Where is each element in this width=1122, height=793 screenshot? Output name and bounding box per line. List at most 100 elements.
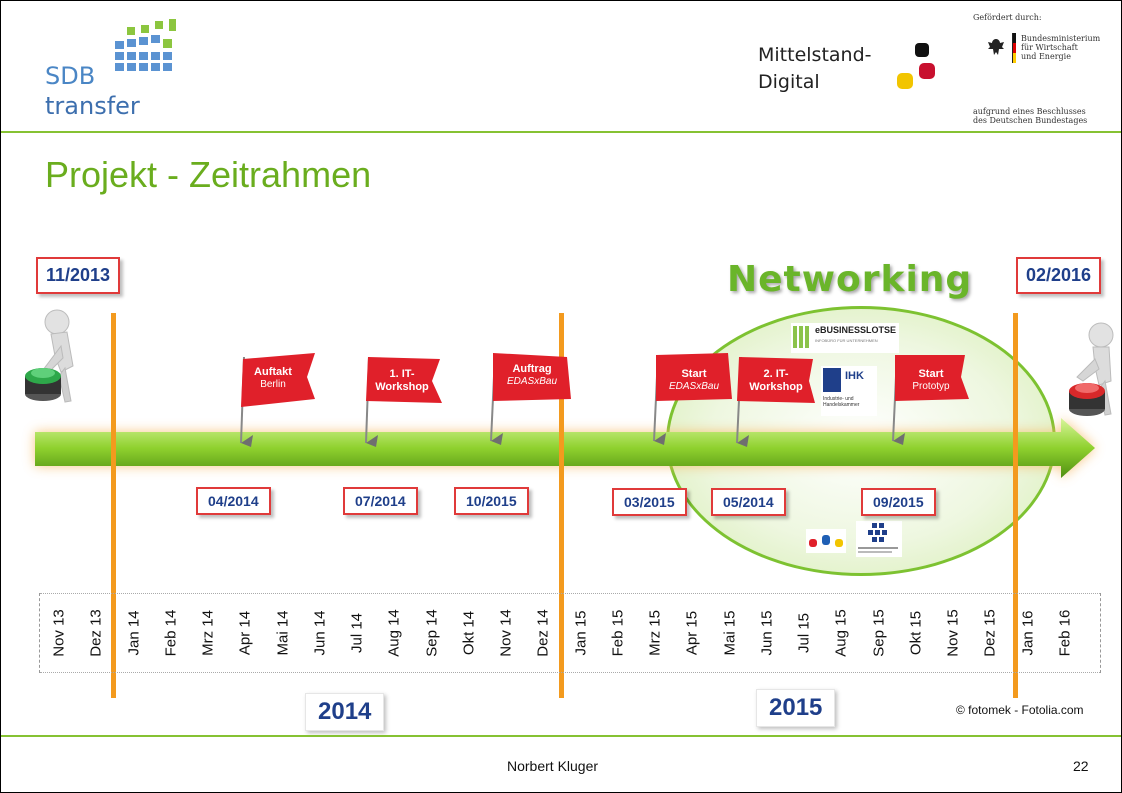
month-label-text: Jul 14 bbox=[348, 612, 366, 654]
month-label-text: Nov 15 bbox=[944, 609, 962, 657]
milestone-line-year-2015 bbox=[559, 313, 564, 698]
flag-5-title: 2. IT- bbox=[763, 368, 789, 380]
flag-6-title: Start bbox=[918, 368, 944, 380]
month-label-text: Apr 15 bbox=[683, 610, 701, 656]
ministry-line-3: und Energie bbox=[1021, 52, 1071, 62]
month-label-text: Feb 15 bbox=[609, 609, 627, 657]
month-label: Feb 14 bbox=[157, 593, 185, 673]
month-scale bbox=[39, 593, 1101, 673]
ministry-line-2: für Wirtschaft bbox=[1021, 43, 1078, 53]
month-label: Nov 13 bbox=[45, 593, 73, 673]
ebusinesslotse-logo: eBUSINESSLOTSE INFOBÜRO FÜR UNTERNEHMEN bbox=[791, 323, 899, 353]
ebusiness-mark-icon bbox=[793, 326, 811, 348]
month-label: Jan 15 bbox=[567, 593, 595, 673]
header-rule bbox=[1, 131, 1121, 133]
month-label: Okt 15 bbox=[902, 593, 930, 673]
md-logo-squares-icon bbox=[897, 43, 935, 89]
month-label: Sep 14 bbox=[418, 593, 446, 673]
month-label: Aug 14 bbox=[380, 593, 408, 673]
flag-3-sub: EDASxBau bbox=[506, 375, 558, 387]
year-2015-box: 2015 bbox=[756, 689, 836, 727]
month-label: Jun 15 bbox=[753, 593, 781, 673]
month-label-text: Feb 14 bbox=[162, 609, 180, 657]
month-label: Apr 14 bbox=[231, 593, 259, 673]
networking-heading: Networking bbox=[727, 259, 973, 300]
month-label-text: Jul 15 bbox=[795, 612, 813, 654]
flag-4-icon bbox=[653, 353, 732, 445]
month-label-text: Sep 14 bbox=[423, 609, 440, 657]
month-label: Mrz 14 bbox=[194, 593, 222, 673]
month-label: Mai 14 bbox=[269, 593, 297, 673]
figure-green-button-icon bbox=[25, 309, 74, 403]
month-label-text: Dez 13 bbox=[87, 609, 105, 657]
timeline-arrow bbox=[35, 418, 1095, 478]
resolution-text: aufgrund eines Beschlusses des Deutschen… bbox=[973, 107, 1087, 125]
flag-gold bbox=[1013, 53, 1016, 63]
flag-1-title: Auftakt bbox=[254, 366, 292, 378]
flag-3-icon bbox=[490, 353, 571, 445]
milestone-line-end bbox=[1013, 313, 1018, 698]
month-label-text: Jun 14 bbox=[311, 610, 329, 656]
flag-1-sub: Berlin bbox=[260, 378, 286, 390]
month-scale-top-rule bbox=[40, 593, 1100, 594]
ministry-name: Bundesministerium für Wirtschaft und Ene… bbox=[1021, 34, 1100, 62]
month-label: Nov 15 bbox=[939, 593, 967, 673]
flag-2-title: 1. IT- bbox=[389, 368, 415, 380]
month-label-text: Mai 14 bbox=[274, 610, 291, 656]
milestone-date-4: 03/2015 bbox=[612, 488, 687, 516]
bmwi-flag-divider bbox=[1012, 33, 1013, 63]
month-label: Jan 16 bbox=[1014, 593, 1042, 673]
page-number: 22 bbox=[1073, 758, 1089, 774]
month-label-text: Dez 15 bbox=[981, 609, 999, 657]
flag-6-sub: Prototyp bbox=[912, 380, 950, 392]
ihk-logo: IHK Industrie- und Handelskammer bbox=[821, 366, 877, 416]
month-label-text: Dez 14 bbox=[534, 609, 552, 657]
month-label-text: Jan 14 bbox=[125, 610, 142, 656]
ihk-sub: Industrie- und Handelskammer bbox=[823, 396, 860, 408]
sdb-logo-squares-icon bbox=[115, 19, 176, 71]
month-label: Dez 13 bbox=[82, 593, 110, 673]
flag-4-sub: EDASxBau bbox=[668, 380, 720, 392]
month-label-text: Jan 15 bbox=[572, 610, 589, 656]
flag-4-title: Start bbox=[681, 368, 707, 380]
month-label: Dez 14 bbox=[529, 593, 557, 673]
md-logo-line2: Digital bbox=[758, 71, 820, 93]
flag-5-sub: Workshop bbox=[749, 380, 803, 393]
milestone-date-3: 10/2015 bbox=[454, 487, 529, 515]
supported-by-text: Gefördert durch: bbox=[973, 13, 1042, 22]
year-2014-box: 2014 bbox=[305, 693, 385, 731]
month-label: Dez 15 bbox=[976, 593, 1004, 673]
figure-red-button-icon bbox=[1069, 322, 1114, 416]
month-label-text: Aug 14 bbox=[385, 609, 403, 657]
month-label-text: Jun 15 bbox=[758, 610, 776, 656]
end-date-box: 02/2016 bbox=[1016, 257, 1102, 294]
month-label-text: Okt 15 bbox=[907, 610, 925, 656]
milestone-date-1: 04/2014 bbox=[196, 487, 271, 515]
month-label-text: Aug 15 bbox=[832, 609, 850, 657]
resolution-line-2: des Deutschen Bundestages bbox=[973, 116, 1088, 126]
month-label: Jan 14 bbox=[120, 593, 148, 673]
photo-credit: © fotomek - Fotolia.com bbox=[956, 703, 1084, 717]
ministry-line-1: Bundesministerium bbox=[1021, 34, 1101, 43]
resolution-line-1: aufgrund eines Beschlusses bbox=[973, 107, 1086, 116]
month-label-text: Nov 14 bbox=[497, 609, 515, 657]
flag-6-icon bbox=[892, 354, 969, 445]
footer-rule bbox=[1, 735, 1121, 737]
ihk-name: IHK bbox=[845, 370, 864, 382]
month-label: Nov 14 bbox=[492, 593, 520, 673]
month-label-text: Mai 15 bbox=[721, 610, 738, 656]
month-label: Feb 16 bbox=[1051, 593, 1079, 673]
milestone-date-6: 09/2015 bbox=[861, 488, 936, 516]
start-date-box: 11/2013 bbox=[36, 257, 121, 294]
flag-2-sub: Workshop bbox=[375, 380, 429, 393]
ebusiness-sub: INFOBÜRO FÜR UNTERNEHMEN bbox=[815, 338, 878, 343]
month-label-text: Sep 15 bbox=[870, 609, 887, 657]
sdb-logo-subtext: transfer bbox=[45, 92, 140, 120]
milestone-line-start bbox=[111, 313, 116, 698]
flag-5-icon bbox=[736, 356, 815, 447]
month-label-text: Feb 16 bbox=[1056, 609, 1074, 657]
flag-1-icon bbox=[240, 353, 315, 447]
month-label-text: Jan 16 bbox=[1019, 610, 1036, 656]
